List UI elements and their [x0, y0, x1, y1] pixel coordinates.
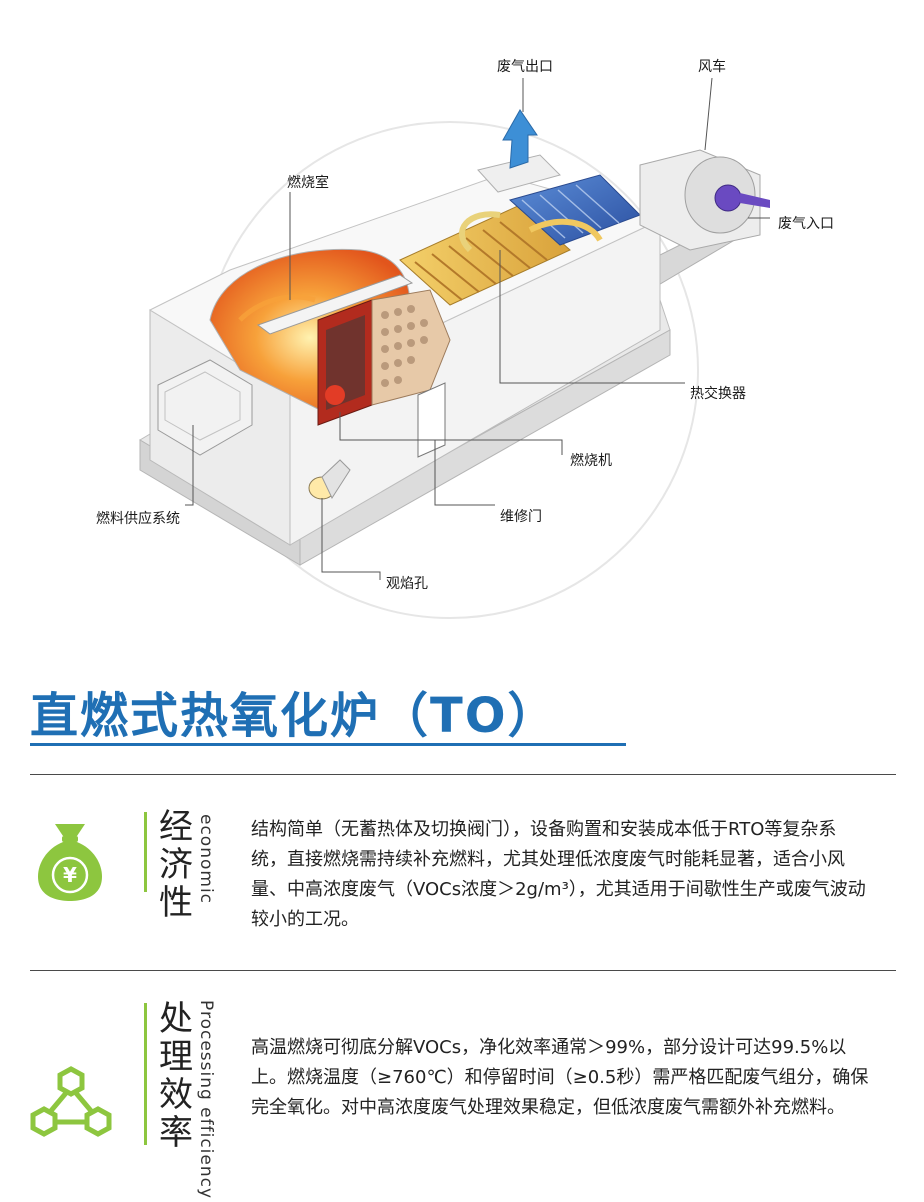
leader-fuel-supply — [185, 425, 194, 506]
money-bag-yen-icon: ¥ — [33, 818, 107, 906]
leader-service-door — [434, 440, 495, 506]
inlet-arrow — [740, 193, 770, 208]
to-furnace-diagram: 废气出口 风车 燃烧室 废气入口 热交换器 燃烧机 燃料供应系统 维修门 观焰孔 — [96, 59, 834, 619]
label-heat-exchanger: 热交换器 — [690, 386, 746, 402]
page-title: 直燃式热氧化炉（TO） — [30, 688, 558, 744]
feature-description-economic: 结构简单（无蓄热体及切换阀门），设备购置和安装成本低于RTO等复杂系统，直接燃烧… — [251, 819, 866, 930]
flame-tube — [256, 274, 414, 335]
feature-title-economic: 经 济 性 — [156, 808, 196, 922]
label-exhaust-outlet: 废气出口 — [497, 59, 553, 75]
feature-title-char: 性 — [159, 883, 193, 923]
label-burner: 燃烧机 — [570, 453, 612, 469]
leader-fan — [704, 77, 713, 151]
leader-sight-hole — [321, 498, 381, 580]
leader-heat-exchanger — [499, 250, 685, 384]
feature-subtitle-economic: economic — [196, 814, 216, 905]
title-underline — [30, 743, 626, 746]
heat-exchanger — [399, 204, 571, 306]
feature-accent-bar — [144, 812, 147, 892]
divider — [30, 774, 896, 775]
label-exhaust-inlet: 废气入口 — [778, 216, 834, 232]
label-sight-hole: 观焰孔 — [386, 576, 428, 592]
label-combustion-chamber: 燃烧室 — [287, 175, 329, 191]
molecule-hexagon-icon — [30, 1066, 112, 1142]
feature-title-char: 理 — [159, 1037, 193, 1077]
leader-burner — [339, 412, 563, 455]
feature-title-char: 效 — [159, 1075, 193, 1115]
feature-subtitle-efficiency: Processing efficiency — [196, 1000, 216, 1200]
furnace-illustration — [139, 77, 770, 619]
svg-text:¥: ¥ — [63, 863, 77, 887]
feature-accent-bar — [144, 1003, 147, 1145]
exhaust-arrow — [502, 109, 538, 169]
label-service-door: 维修门 — [500, 509, 542, 525]
feature-title-char: 率 — [159, 1113, 193, 1153]
feature-title-efficiency: 处 理 效 率 — [156, 1000, 196, 1152]
feature-title-char: 处 — [159, 999, 193, 1039]
label-fan: 风车 — [698, 59, 726, 75]
label-fuel-supply: 燃料供应系统 — [96, 511, 180, 527]
feature-title-char: 经 — [159, 807, 193, 847]
divider — [30, 970, 896, 971]
feature-title-char: 济 — [159, 845, 193, 885]
service-door — [417, 382, 446, 458]
feature-description-efficiency: 高温燃烧可彻底分解VOCs，净化效率通常＞99%，部分设计可达99.5%以上。燃… — [251, 1037, 869, 1118]
